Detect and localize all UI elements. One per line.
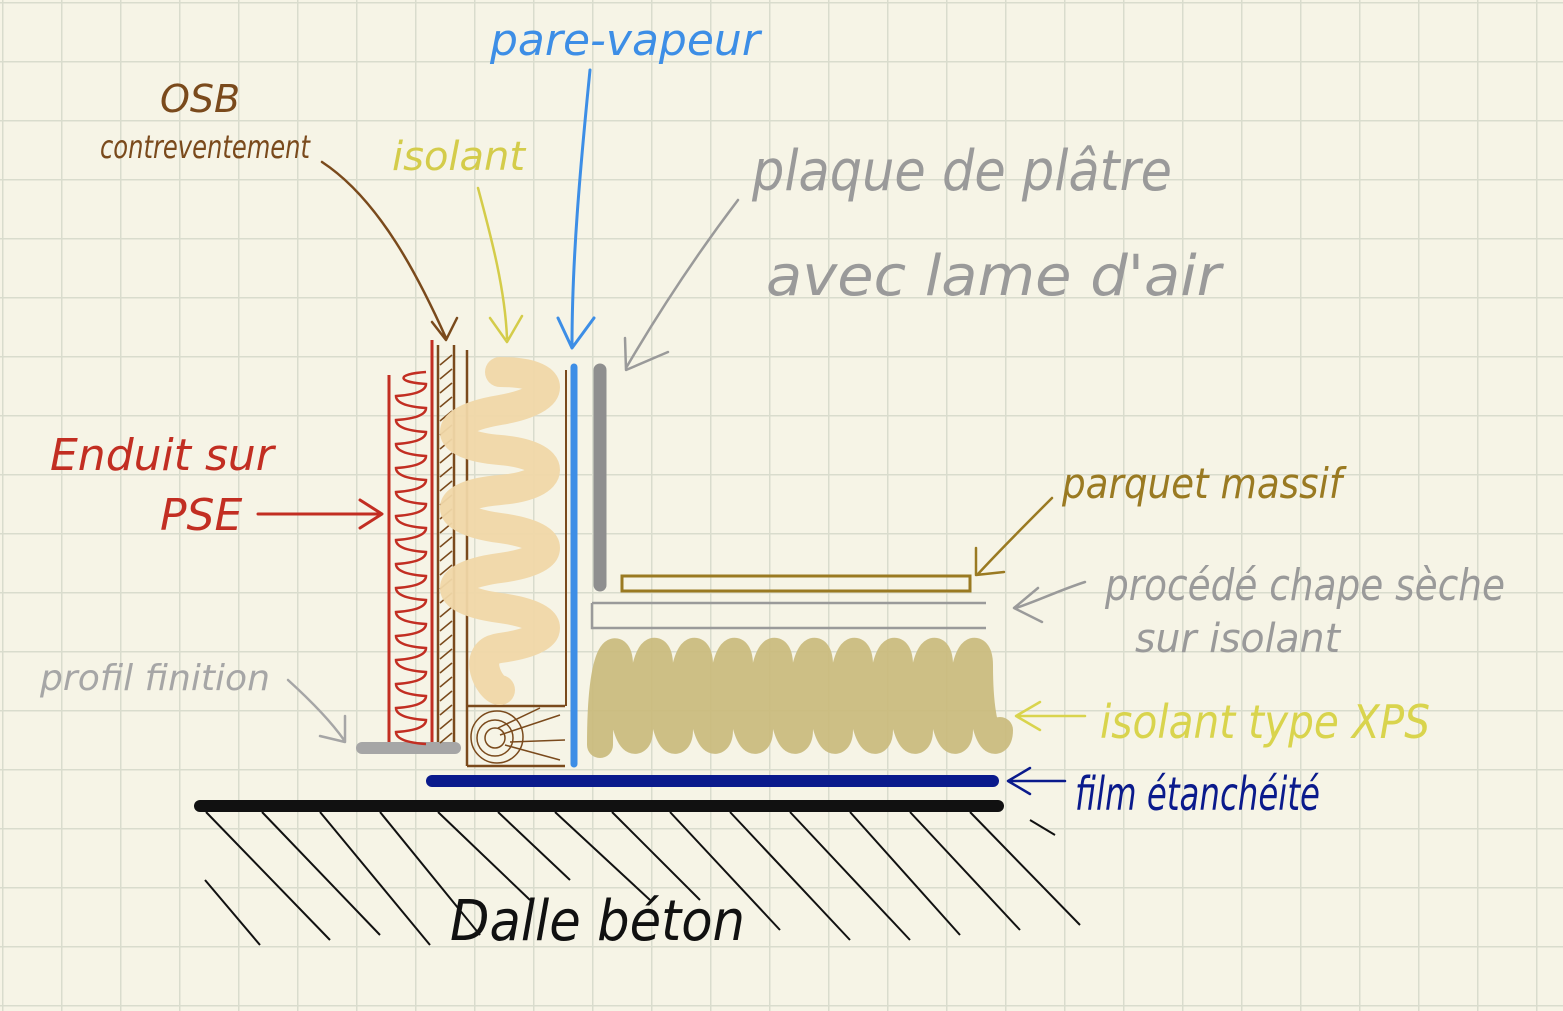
arrow-chape [1012,580,1087,624]
label-isolant-mur: isolant [392,134,526,180]
annotation-arrows [256,68,1087,796]
chape-seche [590,601,986,630]
label-enduit-2: PSE [160,490,242,541]
label-plaque-1: plaque de plâtre [751,139,1172,204]
label-pare-vapeur: pare-vapeur [489,15,763,66]
label-osb: OSB [160,77,240,121]
isolant-xps [587,637,1013,758]
dalle-hatching [204,811,1081,946]
arrow-film [1006,766,1067,796]
label-profil: profil finition [39,658,270,699]
arrow-pare-vapeur [556,68,596,350]
label-chape-2: sur isolant [1135,616,1341,662]
labels: OSB contreventement isolant pare-vapeur … [39,15,1505,954]
arrow-isolant [476,186,524,344]
enduit-pse [387,340,434,746]
label-osb-2: contreventement [100,128,311,166]
label-film: film étanchéité [1075,767,1320,821]
isolant-mur [440,357,560,705]
label-chape-1: procédé chape sèche [1104,560,1505,611]
lisse-bois [470,707,566,764]
label-isolant-xps: isolant type XPS [1100,695,1430,749]
label-dalle: Dalle béton [450,889,745,954]
arrow-osb [320,160,459,342]
arrow-profil [286,678,347,744]
arrow-parquet [974,496,1054,577]
dalle-beton [194,800,1081,946]
parquet-massif [620,574,972,593]
label-enduit-1: Enduit sur [50,430,277,481]
label-plaque-2: avec lame d'air [766,244,1224,309]
arrow-plaque [623,198,740,372]
arrow-enduit [256,498,384,530]
arrow-xps [1014,700,1087,732]
label-parquet: parquet massif [1061,459,1347,508]
